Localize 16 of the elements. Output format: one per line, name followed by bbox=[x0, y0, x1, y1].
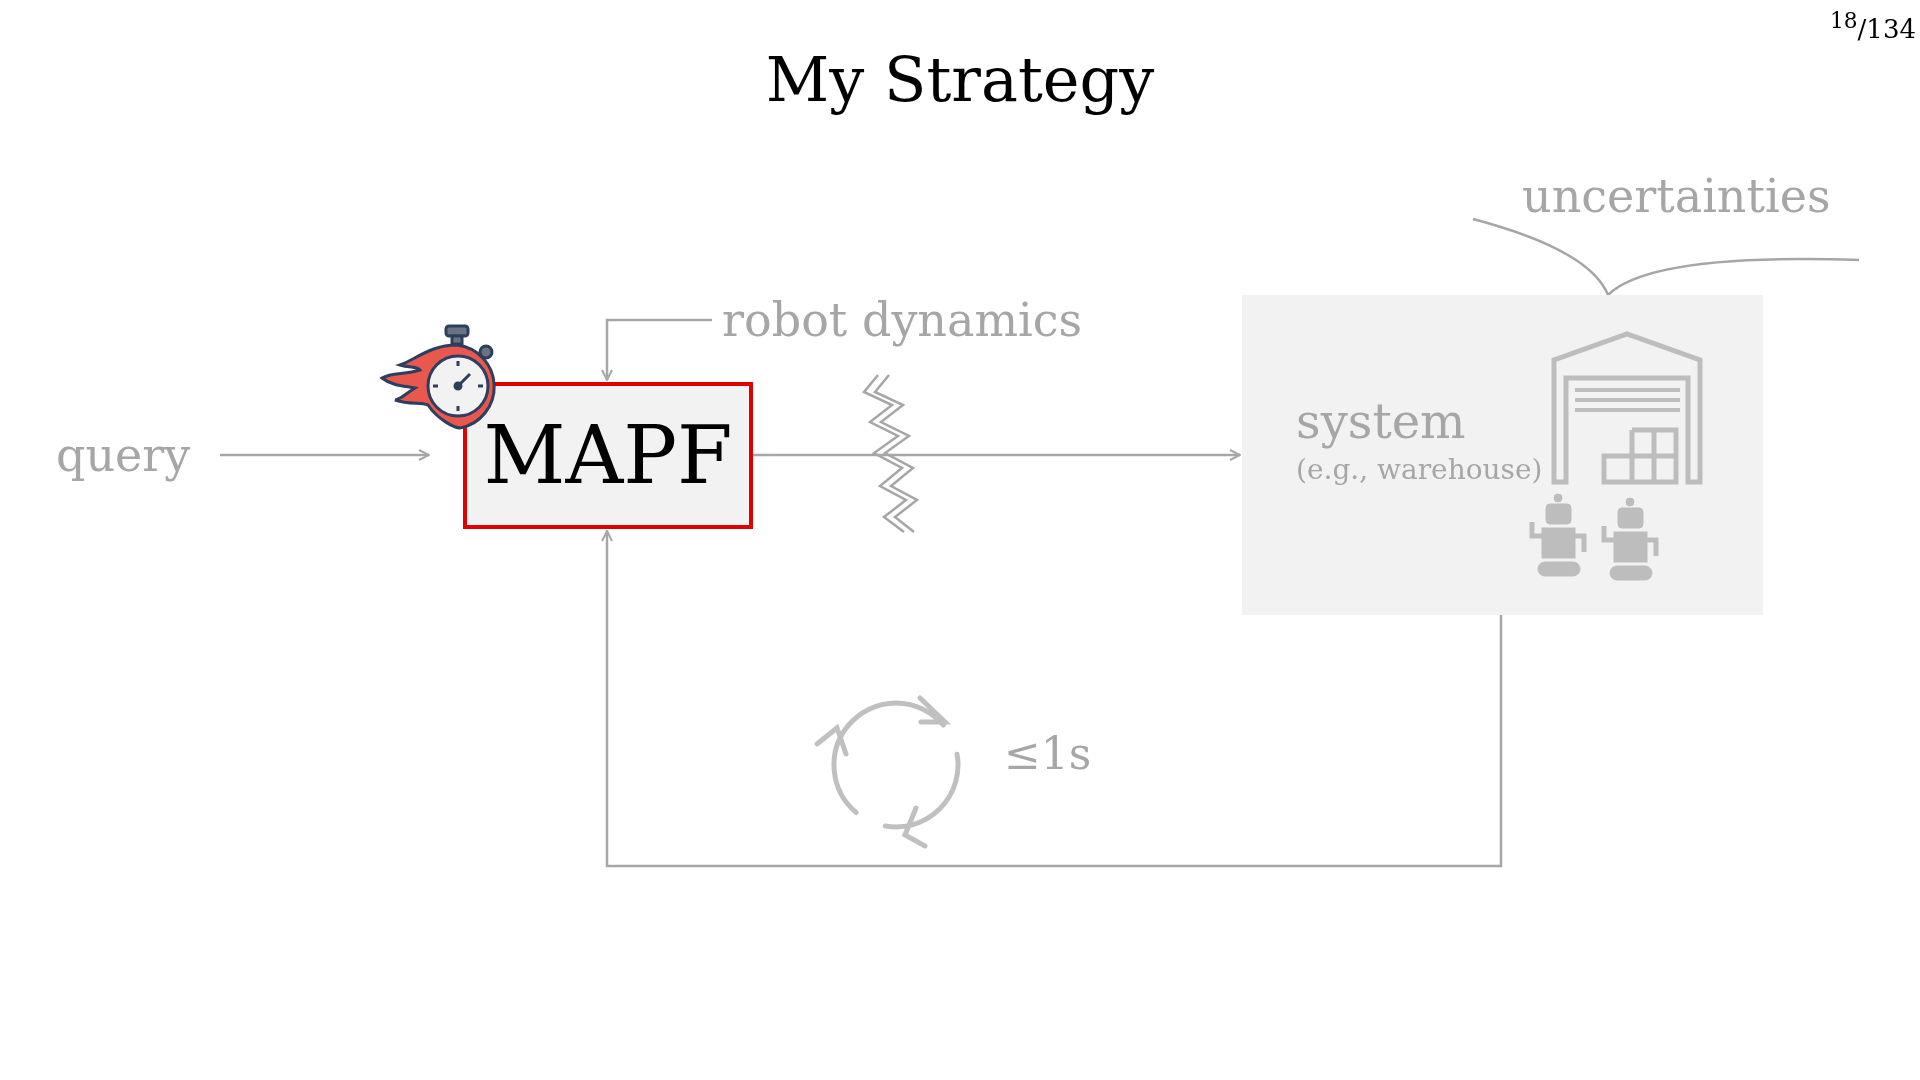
arrow bbox=[601, 318, 712, 381]
cycle-time-label: ≤1s bbox=[1004, 728, 1092, 779]
arrow bbox=[220, 449, 430, 461]
arrow bbox=[753, 449, 1241, 461]
box-title: MAPF bbox=[483, 409, 733, 502]
page-number: $^{18}$/134 bbox=[1830, 8, 1916, 44]
panel-heading: system bbox=[1296, 393, 1466, 449]
slide-title: My Strategy bbox=[764, 42, 1156, 118]
process-box bbox=[463, 382, 753, 529]
brace-line bbox=[1471, 217, 1861, 297]
arrow bbox=[601, 530, 1503, 868]
annotation-label: uncertainties bbox=[1522, 164, 1842, 228]
system-panel bbox=[1242, 295, 1763, 615]
input-label: robot dynamics bbox=[722, 288, 1092, 352]
input-label: query bbox=[56, 420, 206, 490]
panel-subheading: (e.g., warehouse) bbox=[1296, 453, 1543, 486]
